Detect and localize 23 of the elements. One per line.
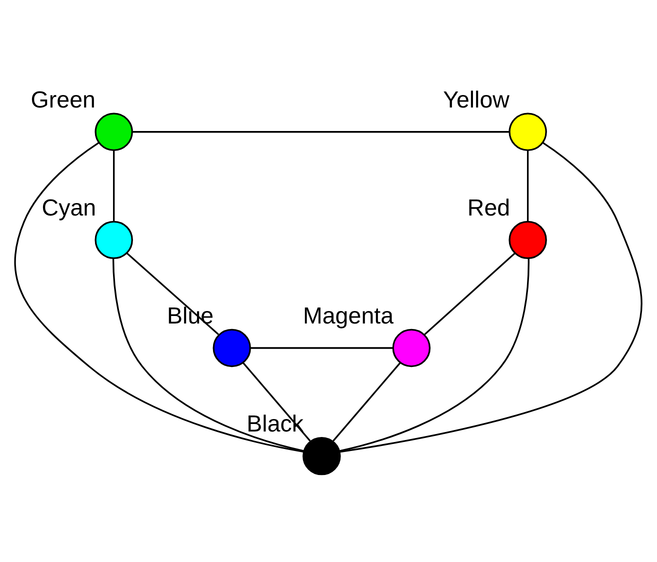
node-label: Yellow xyxy=(443,86,510,112)
connector xyxy=(526,150,529,221)
connector xyxy=(424,252,516,334)
node-circle xyxy=(508,112,547,150)
connector xyxy=(340,258,530,452)
connector xyxy=(332,362,401,441)
connector xyxy=(340,141,642,452)
node-circle xyxy=(302,436,341,475)
node-circle xyxy=(94,112,133,150)
node-circle xyxy=(212,328,252,367)
connector xyxy=(112,258,304,452)
node-label: Magenta xyxy=(302,302,394,328)
connector xyxy=(126,252,219,334)
node-label: Cyan xyxy=(42,194,96,220)
connector xyxy=(14,141,304,452)
node-label: Green xyxy=(30,86,96,112)
node-circle xyxy=(392,328,431,367)
node-circle xyxy=(94,220,133,259)
connector xyxy=(250,346,393,348)
connector xyxy=(132,130,510,132)
node-circle xyxy=(508,220,547,259)
node-label: Red xyxy=(467,194,510,220)
connector xyxy=(113,150,115,221)
